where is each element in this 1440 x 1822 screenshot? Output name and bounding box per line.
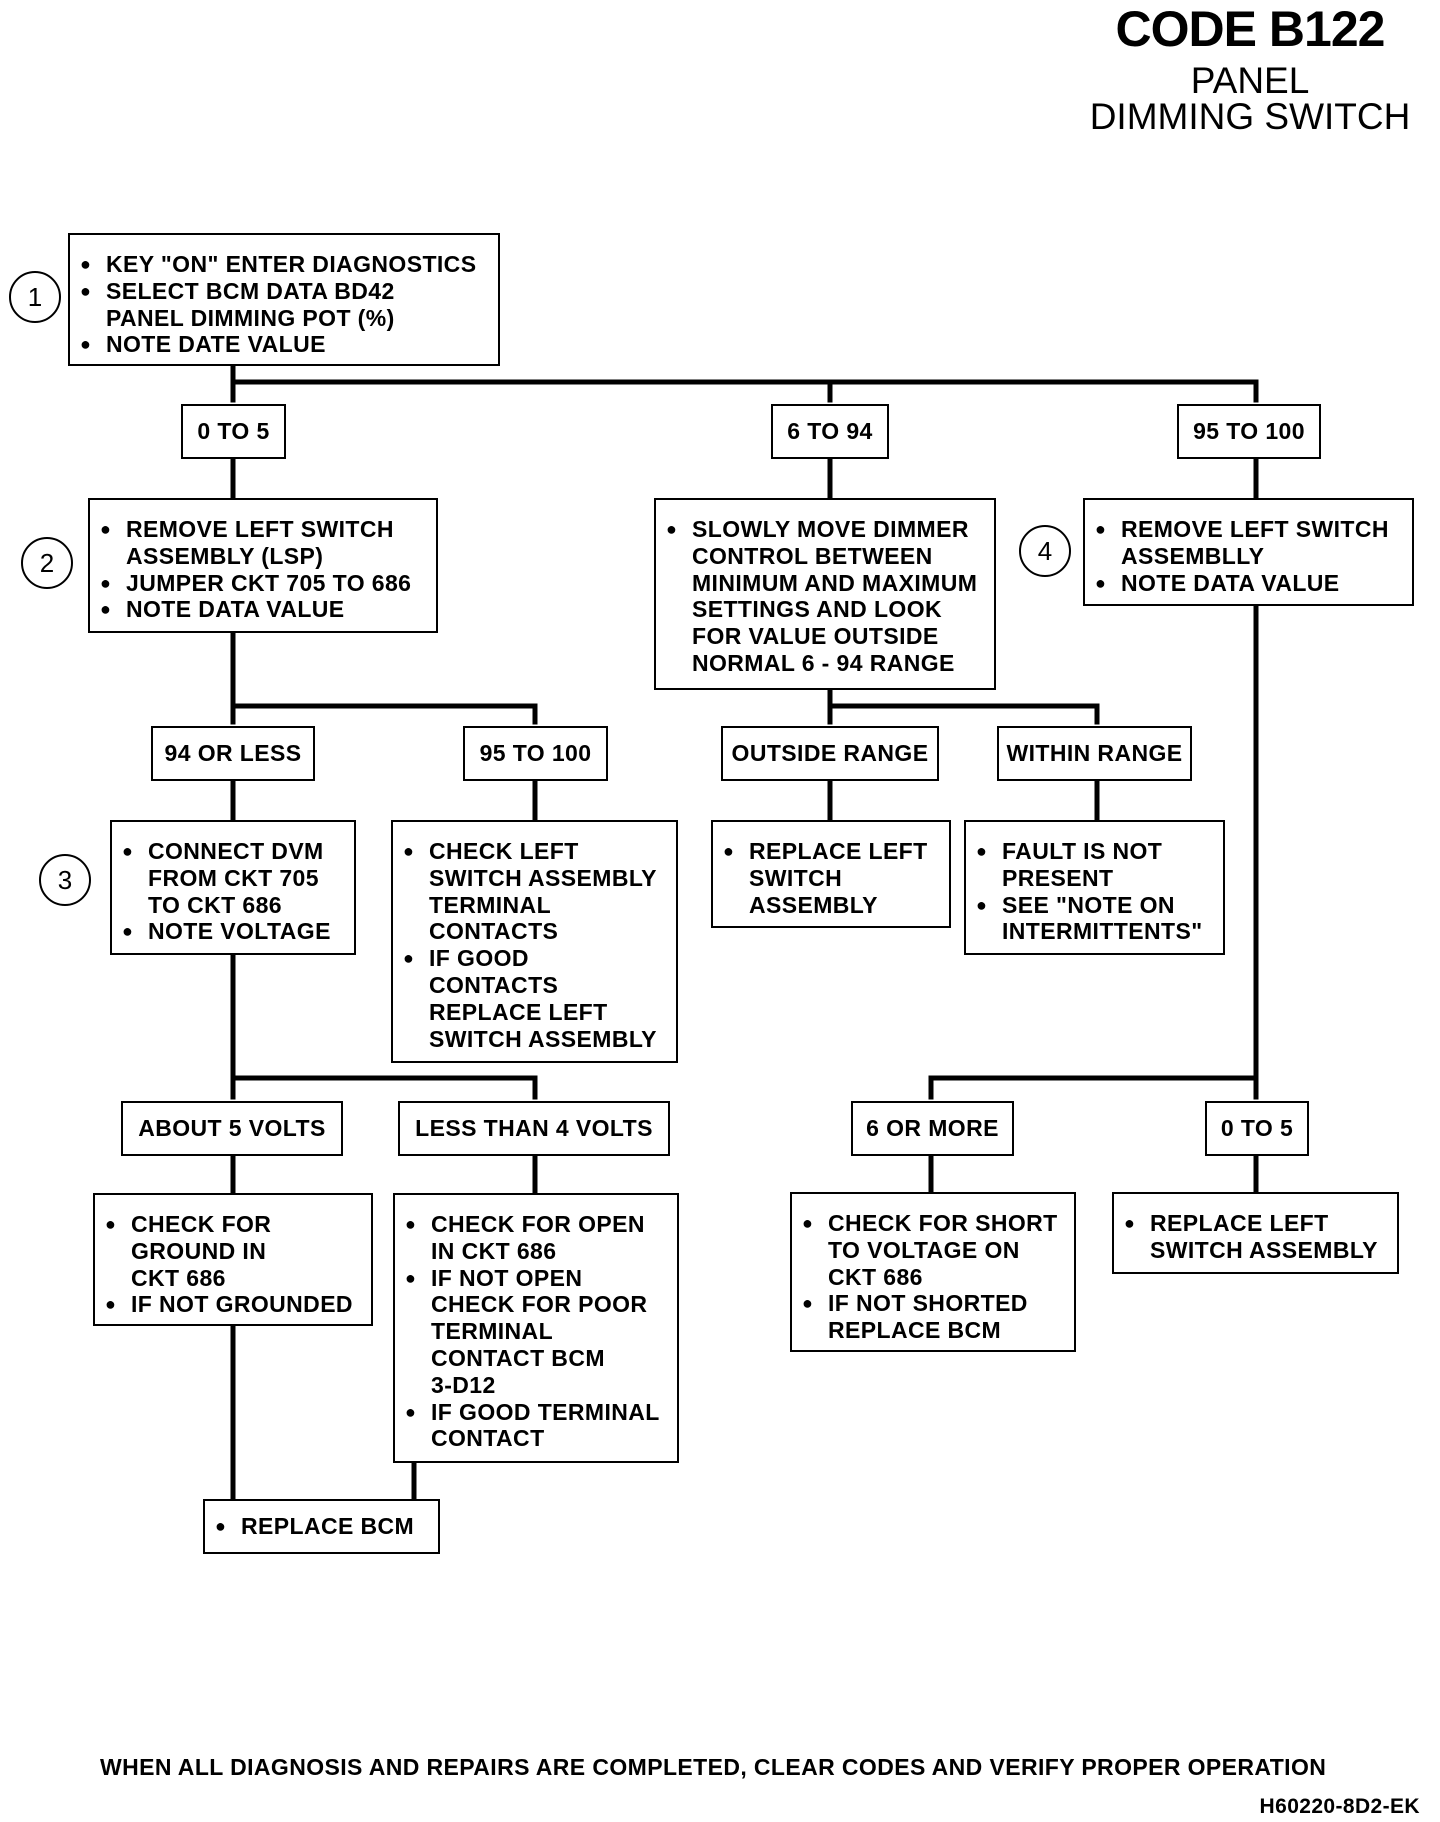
start-line-3: NOTE DATE VALUE: [78, 331, 490, 358]
contacts-line-2: IF GOOD CONTACTS REPLACE LEFT SWITCH ASS…: [401, 945, 668, 1052]
step2-line-3: NOTE DATA VALUE: [98, 596, 428, 623]
step-box-start: KEY "ON" ENTER DIAGNOSTICS SELECT BCM DA…: [68, 233, 500, 366]
step3-line-1: CONNECT DVM FROM CKT 705 TO CKT 686: [120, 838, 346, 918]
connector-volt-labels: [230, 1152, 1259, 1195]
figure-reference: H60220-8D2-EK: [1259, 1795, 1420, 1818]
ground-line-1: CHECK FOR GROUND IN CKT 686: [103, 1211, 363, 1291]
replace-lsa-line-1: REPLACE LEFT SWITCH ASSEMBLY: [721, 838, 941, 918]
connector-to-replace-bcm: [230, 1322, 417, 1502]
branch-label-0-to-5: 0 TO 5: [181, 404, 286, 459]
step-box-replace-lsa-2: REPLACE LEFT SWITCH ASSEMBLY: [1112, 1192, 1399, 1274]
ground-line-2: IF NOT GROUNDED: [103, 1291, 363, 1318]
step-box-connect-dvm: CONNECT DVM FROM CKT 705 TO CKT 686 NOTE…: [110, 820, 356, 955]
step3-line-2: NOTE VOLTAGE: [120, 918, 346, 945]
branch-label-95-to-100-b: 95 TO 100: [463, 726, 608, 781]
step4-line-2: NOTE DATA VALUE: [1093, 570, 1404, 597]
step-marker-1: 1: [9, 271, 61, 323]
step2-line-2: JUMPER CKT 705 TO 686: [98, 570, 428, 597]
open-line-1: CHECK FOR OPEN IN CKT 686: [403, 1211, 669, 1265]
branch-label-6-to-94: 6 TO 94: [771, 404, 889, 459]
dimmer-line-1: SLOWLY MOVE DIMMER CONTROL BETWEEN MINIM…: [664, 516, 986, 677]
branch-label-within-range: WITHIN RANGE: [997, 726, 1192, 781]
replace-lsa-2-line-1: REPLACE LEFT SWITCH ASSEMBLY: [1122, 1210, 1389, 1264]
branch-label-outside-range: OUTSIDE RANGE: [721, 726, 939, 781]
branch-label-6-or-more: 6 OR MORE: [851, 1101, 1014, 1156]
fault-line-2: SEE "NOTE ON INTERMITTENTS": [974, 892, 1215, 946]
step-box-fault-not-present: FAULT IS NOT PRESENT SEE "NOTE ON INTERM…: [964, 820, 1225, 955]
short-line-1: CHECK FOR SHORT TO VOLTAGE ON CKT 686: [800, 1210, 1066, 1290]
step-box-replace-bcm: REPLACE BCM: [203, 1499, 440, 1554]
short-line-2: IF NOT SHORTED REPLACE BCM: [800, 1290, 1066, 1344]
title-line-2: DIMMING SWITCH: [1089, 96, 1411, 137]
connector-mid-labels: [230, 777, 1100, 822]
step-box-dimmer-sweep: SLOWLY MOVE DIMMER CONTROL BETWEEN MINIM…: [654, 498, 996, 690]
step-box-check-ground: CHECK FOR GROUND IN CKT 686 IF NOT GROUN…: [93, 1193, 373, 1326]
step-box-replace-lsa: REPLACE LEFT SWITCH ASSEMBLY: [711, 820, 951, 928]
open-line-3: IF GOOD TERMINAL CONTACT: [403, 1399, 669, 1453]
step-box-remove-lsa: REMOVE LEFT SWITCH ASSEMBLLY NOTE DATA V…: [1083, 498, 1414, 606]
replace-bcm-line-1: REPLACE BCM: [213, 1513, 430, 1540]
step-box-check-short: CHECK FOR SHORT TO VOLTAGE ON CKT 686 IF…: [790, 1192, 1076, 1352]
connector-step4: [928, 601, 1259, 1100]
step-box-remove-lsp: REMOVE LEFT SWITCH ASSEMBLY (LSP) JUMPER…: [88, 498, 438, 633]
branch-label-about-5-volts: ABOUT 5 VOLTS: [121, 1101, 343, 1156]
branch-label-0-to-5-b: 0 TO 5: [1205, 1101, 1309, 1156]
step-marker-3: 3: [39, 854, 91, 906]
connector-dimmer: [827, 687, 1100, 725]
open-line-2: IF NOT OPEN CHECK FOR POOR TERMINAL CONT…: [403, 1265, 669, 1399]
step2-line-1: REMOVE LEFT SWITCH ASSEMBLY (LSP): [98, 516, 428, 570]
step-marker-4: 4: [1019, 525, 1071, 577]
diagnostic-code-title: CODE B122: [1115, 1, 1386, 57]
step-box-check-contacts: CHECK LEFT SWITCH ASSEMBLY TERMINAL CONT…: [391, 820, 678, 1063]
completion-note: WHEN ALL DIAGNOSIS AND REPAIRS ARE COMPL…: [100, 1754, 1327, 1780]
connector-start: [230, 362, 1259, 403]
fault-line-1: FAULT IS NOT PRESENT: [974, 838, 1215, 892]
contacts-line-1: CHECK LEFT SWITCH ASSEMBLY TERMINAL CONT…: [401, 838, 668, 945]
step-box-check-open: CHECK FOR OPEN IN CKT 686 IF NOT OPEN CH…: [393, 1193, 679, 1463]
branch-label-94-or-less: 94 OR LESS: [151, 726, 315, 781]
connector-step2: [230, 630, 538, 725]
step4-line-1: REMOVE LEFT SWITCH ASSEMBLLY: [1093, 516, 1404, 570]
branch-label-less-than-4-volts: LESS THAN 4 VOLTS: [398, 1101, 670, 1156]
connector-top-labels: [230, 455, 1259, 499]
connector-step3: [230, 951, 538, 1100]
step-marker-2: 2: [21, 537, 73, 589]
branch-label-95-to-100: 95 TO 100: [1177, 404, 1321, 459]
start-line-2: SELECT BCM DATA BD42 PANEL DIMMING POT (…: [78, 278, 490, 332]
start-line-1: KEY "ON" ENTER DIAGNOSTICS: [78, 251, 490, 278]
title-line-1: PANEL: [1190, 60, 1310, 101]
